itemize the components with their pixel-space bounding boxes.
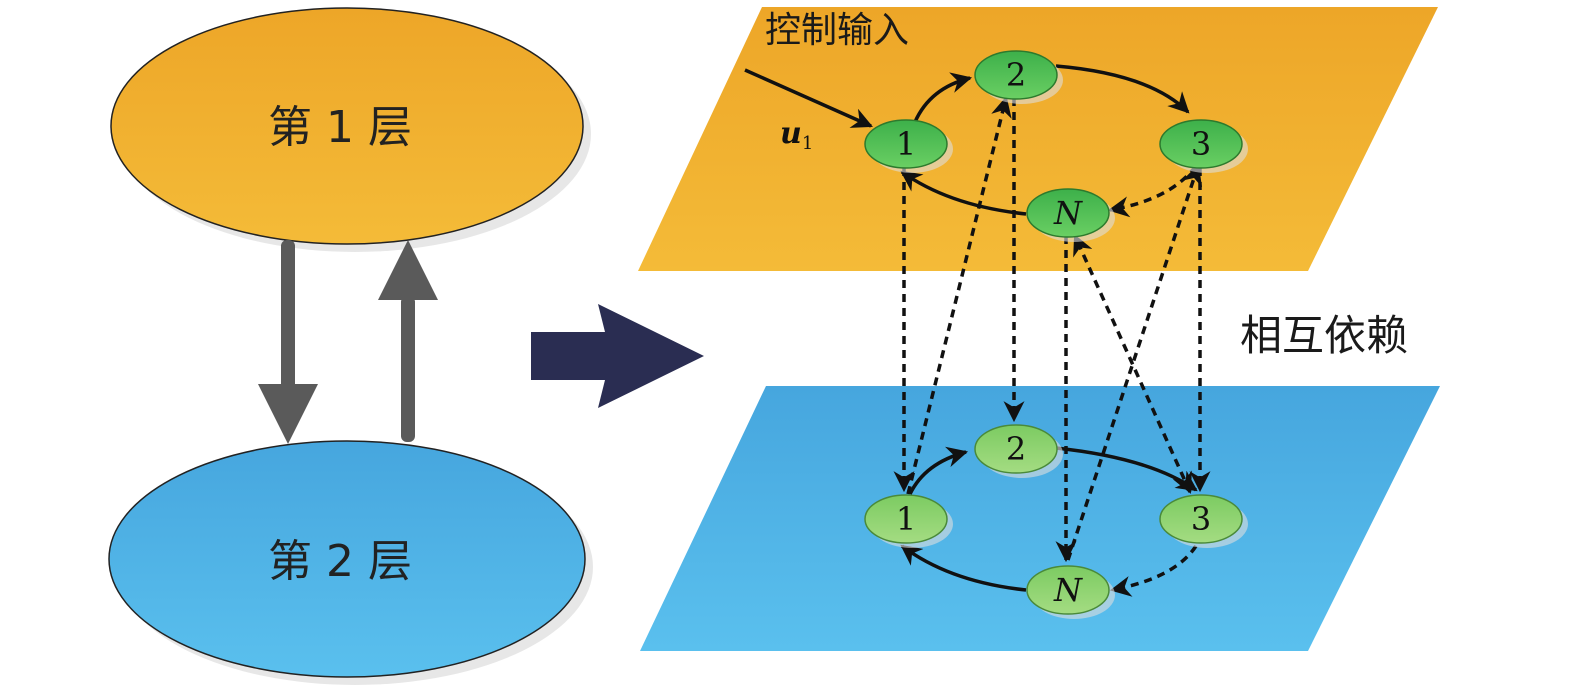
interdependence-label: 相互依赖 (1240, 311, 1408, 360)
svg-text:3: 3 (1191, 500, 1211, 538)
svg-text:1: 1 (896, 500, 916, 538)
control-input-arrow (744, 68, 873, 128)
svg-text:N: N (1053, 571, 1083, 609)
top-ring-edges (900, 64, 1190, 216)
bottom-node-1: 1 (864, 494, 953, 548)
svg-text:2: 2 (1006, 56, 1026, 94)
layer1-plane (638, 7, 1438, 271)
svg-text:N: N (1053, 194, 1083, 232)
transform-arrow (531, 304, 704, 408)
bottom-node-2: 2 (974, 424, 1063, 478)
layer2-label: 第 2 层 (268, 536, 412, 587)
layer2-plane (640, 386, 1440, 651)
layer2-ellipse-group: 第 2 层 (108, 440, 593, 685)
bottom-node-N: N (1026, 565, 1115, 619)
top-node-3: 3 (1159, 119, 1248, 173)
top-node-1: 1 (864, 119, 953, 173)
dashed-edges (893, 95, 1211, 597)
layer1-ellipse-group: 第 1 层 (110, 7, 591, 252)
top-node-2: 2 (974, 50, 1063, 104)
layer2-ellipse (108, 440, 586, 678)
layer1-ellipse (110, 7, 584, 245)
up-arrow (378, 240, 438, 442)
layer1-label: 第 1 层 (268, 102, 412, 153)
top-node-N: N (1026, 188, 1115, 242)
svg-text:2: 2 (1006, 430, 1026, 468)
u1-label: u1 (780, 116, 813, 154)
bottom-node-3: 3 (1159, 494, 1248, 548)
svg-text:3: 3 (1191, 125, 1211, 163)
down-arrow (258, 240, 318, 444)
svg-text:1: 1 (896, 125, 916, 163)
control-input-label: 控制输入 (765, 10, 909, 51)
